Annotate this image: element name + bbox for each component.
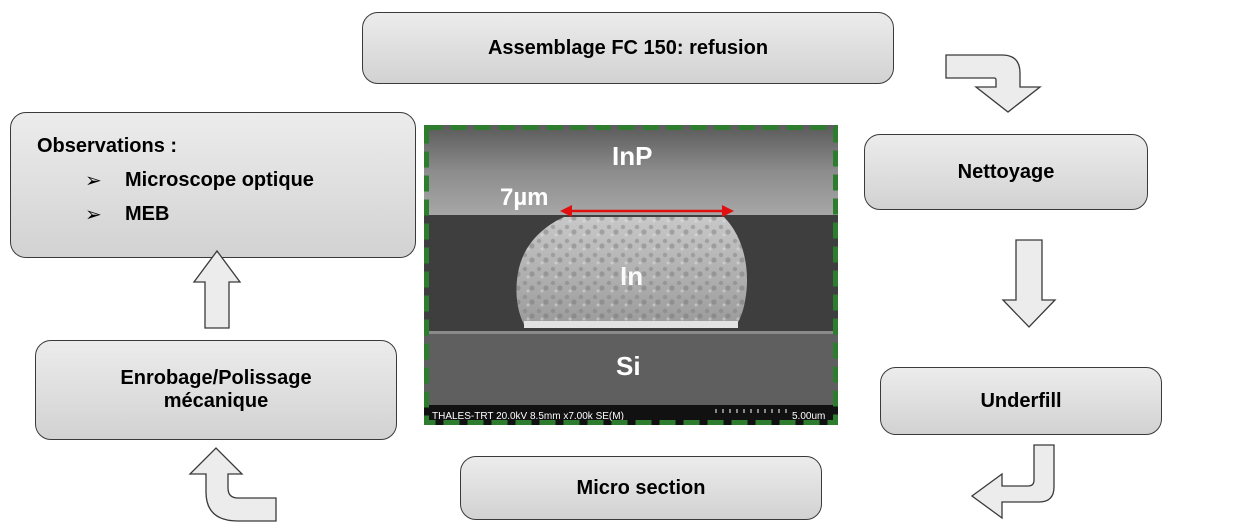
- step-underfill-label: Underfill: [980, 389, 1062, 412]
- down-arrow-icon: [1001, 239, 1057, 328]
- si-layer: [424, 331, 838, 405]
- in-label: In: [620, 261, 643, 291]
- observations-box: Observations : ➢ Microscope optique ➢ ME…: [10, 112, 416, 258]
- sem-scale-bar-label: 5.00um: [792, 411, 825, 422]
- scale-bar-ticks: [715, 409, 787, 413]
- inp-layer: [424, 125, 838, 217]
- dimension-arrow: [560, 205, 734, 217]
- step-micro-section-label: Micro section: [576, 476, 706, 499]
- arrow-bullet-icon: ➢: [85, 204, 102, 226]
- step-nettoyage-label: Nettoyage: [957, 160, 1055, 183]
- observation-item: ➢ Microscope optique: [85, 168, 314, 193]
- sem-footer-info: THALES-TRT 20.0kV 8.5mm x7.00k SE(M): [432, 411, 624, 422]
- observations-title: Observations :: [37, 135, 178, 157]
- observation-item-label: Microscope optique: [125, 169, 314, 191]
- curved-arrow-down-left-icon: [970, 444, 1055, 520]
- curved-arrow-up-left-icon: [188, 447, 277, 522]
- inp-label: InP: [612, 141, 652, 171]
- dimension-label: 7µm: [500, 184, 549, 211]
- si-label: Si: [616, 351, 641, 381]
- step-nettoyage-box: Nettoyage: [864, 134, 1148, 210]
- step-enrobage-box: Enrobage/Polissage mécanique: [35, 340, 397, 440]
- arrow-bullet-icon: ➢: [85, 170, 102, 192]
- step-assemblage-label: Assemblage FC 150: refusion: [487, 36, 769, 59]
- observation-item-label: MEB: [125, 203, 170, 225]
- step-micro-section-box: Micro section: [460, 456, 822, 520]
- sem-cross-section-image: THALES-TRT 20.0kV 8.5mm x7.00k SE(M) 5.0…: [424, 125, 838, 425]
- step-enrobage-label-line2: mécanique: [163, 390, 269, 412]
- curved-arrow-right-down-icon: [945, 54, 1042, 113]
- step-underfill-box: Underfill: [880, 367, 1162, 435]
- step-enrobage-label-line1: Enrobage/Polissage: [120, 367, 312, 389]
- up-arrow-icon: [192, 249, 242, 329]
- observation-item: ➢ MEB: [85, 202, 169, 227]
- sem-frame: [424, 125, 838, 425]
- step-assemblage-box: Assemblage FC 150: refusion: [362, 12, 894, 84]
